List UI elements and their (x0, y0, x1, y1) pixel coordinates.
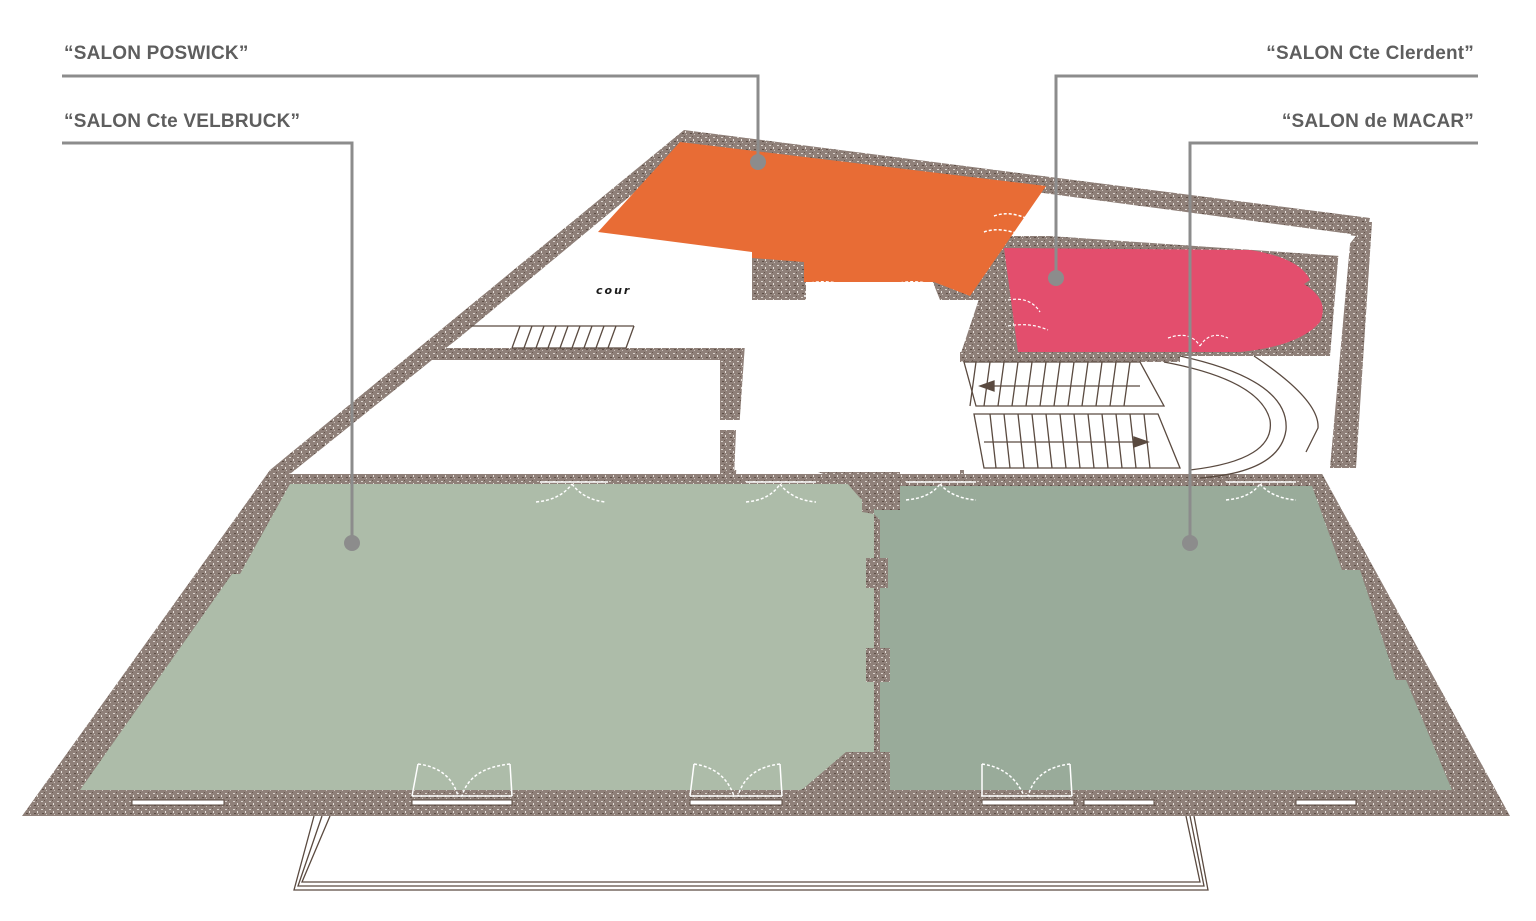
dot-clerdent (1048, 270, 1064, 286)
pillar (866, 558, 888, 588)
leader-poswick (62, 74, 760, 160)
hall-doors (411, 481, 1297, 797)
label-salon-macar: “SALON de MACAR” (1281, 111, 1474, 132)
terrace-outline (293, 815, 1209, 891)
leader-macar (1188, 141, 1478, 542)
door-poswick-double (804, 213, 1031, 297)
dot-macar (1182, 535, 1198, 551)
door-clerdent (1007, 238, 1273, 347)
pillar (866, 648, 890, 682)
leader-dots (344, 154, 1198, 551)
upper-right-area (1050, 200, 1356, 256)
leader-lines (62, 74, 1478, 542)
windows-bottom (131, 799, 1357, 806)
main-staircase (963, 355, 1319, 479)
room-salon-clerdent[interactable] (1004, 248, 1323, 352)
leader-clerdent (1054, 74, 1478, 277)
hallway-area (736, 300, 960, 474)
courtyard-area (446, 232, 752, 348)
room-salon-velbruck[interactable] (80, 484, 874, 790)
dot-velbruck (344, 535, 360, 551)
room-salon-poswick[interactable] (598, 142, 1046, 296)
courtyard-steps (470, 325, 635, 349)
label-salon-poswick: “SALON POSWICK” (64, 43, 249, 64)
pillar (790, 752, 890, 800)
courtyard-label: cour (596, 284, 631, 297)
dot-poswick (750, 154, 766, 170)
label-salon-velbruck: “SALON Cte VELBRUCK” (64, 111, 301, 132)
pillar (818, 472, 900, 510)
leader-velbruck (62, 141, 354, 542)
corridor-area (290, 360, 720, 474)
stair-hall-area (962, 362, 1330, 474)
label-salon-clerdent: “SALON Cte Clerdent” (1266, 43, 1474, 64)
room-salon-macar[interactable] (862, 486, 1452, 790)
